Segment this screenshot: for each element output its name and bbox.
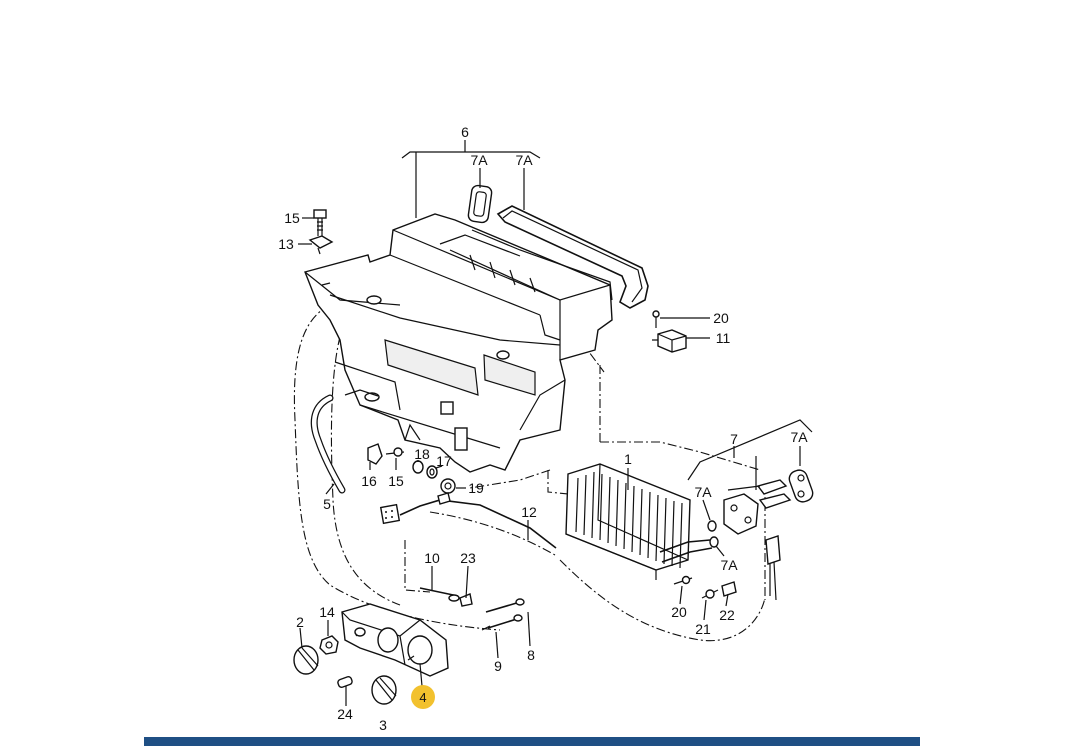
evaporator-1[interactable] — [565, 463, 713, 580]
callout-23[interactable]: 23 — [460, 550, 476, 566]
callout-1[interactable]: 1 — [624, 451, 632, 467]
callout-16[interactable]: 16 — [361, 473, 377, 489]
callout-2[interactable]: 2 — [296, 614, 304, 630]
callout-6[interactable]: 6 — [461, 124, 469, 140]
callout-20-bottom[interactable]: 20 — [671, 604, 687, 620]
bulb-24[interactable] — [337, 675, 353, 689]
callout-8[interactable]: 8 — [527, 647, 535, 663]
hose-5[interactable] — [310, 394, 346, 494]
seal-small-7a[interactable] — [467, 184, 493, 224]
callout-14[interactable]: 14 — [319, 604, 335, 620]
callout-labels: 6 7A 7A 15 13 20 11 7 7A 1 7A 7A 18 17 1… — [278, 124, 808, 733]
harness-12[interactable] — [379, 492, 557, 549]
connector-right[interactable] — [765, 535, 781, 601]
callout-21[interactable]: 21 — [695, 621, 711, 637]
grommet-19[interactable] — [440, 478, 456, 494]
leader-lines — [298, 140, 813, 706]
clip-22[interactable] — [721, 581, 737, 597]
callout-17[interactable]: 17 — [436, 453, 452, 469]
callout-18[interactable]: 18 — [414, 446, 430, 462]
callout-15-mid[interactable]: 15 — [388, 473, 404, 489]
cable-9[interactable] — [481, 614, 523, 631]
callout-9[interactable]: 9 — [494, 658, 502, 674]
callout-7a-1[interactable]: 7A — [470, 152, 488, 168]
seal-7a-right[interactable] — [787, 468, 815, 504]
callout-5[interactable]: 5 — [323, 496, 331, 512]
highlight-badge — [411, 685, 435, 709]
callout-11[interactable]: 11 — [716, 330, 731, 346]
washer-18[interactable] — [412, 460, 424, 474]
screw-20-top[interactable] — [652, 310, 660, 328]
callout-24[interactable]: 24 — [337, 706, 353, 722]
highlighted-callout-4[interactable]: 4 — [411, 685, 435, 709]
screw-21[interactable] — [701, 589, 719, 599]
callout-15-top[interactable]: 15 — [284, 210, 300, 226]
o-rings-7a[interactable] — [707, 520, 719, 548]
callout-4[interactable]: 4 — [419, 690, 426, 705]
callout-19[interactable]: 19 — [468, 480, 484, 496]
callout-13[interactable]: 13 — [278, 236, 294, 252]
bottom-toolbar — [144, 737, 920, 746]
cable-8[interactable] — [485, 598, 525, 613]
callout-7a-5[interactable]: 7A — [720, 557, 738, 573]
screw-15-mid[interactable] — [385, 447, 405, 457]
knob-2[interactable] — [293, 645, 319, 675]
expansion-valve-7[interactable] — [723, 456, 792, 535]
washer-17[interactable] — [426, 465, 438, 479]
callout-7a-2[interactable]: 7A — [515, 152, 533, 168]
callout-7[interactable]: 7 — [730, 431, 738, 447]
bolt-15-top[interactable] — [313, 209, 327, 236]
callout-22[interactable]: 22 — [719, 607, 735, 623]
nut-14[interactable] — [319, 635, 339, 655]
clip-13[interactable] — [308, 235, 334, 255]
ac-housing[interactable] — [304, 213, 613, 473]
relay-11[interactable] — [652, 329, 687, 353]
screw-20-bottom[interactable] — [673, 575, 693, 585]
callout-7a-4[interactable]: 7A — [694, 484, 712, 500]
knob-3[interactable] — [371, 675, 397, 705]
clip-16[interactable] — [367, 443, 383, 465]
callout-7a-3[interactable]: 7A — [790, 429, 808, 445]
seal-frame-7a[interactable] — [471, 205, 649, 309]
control-unit-4[interactable] — [341, 603, 449, 677]
cable-10[interactable] — [419, 587, 460, 602]
callout-10[interactable]: 10 — [424, 550, 440, 566]
callout-3[interactable]: 3 — [379, 717, 387, 733]
callout-20-top[interactable]: 20 — [713, 310, 729, 326]
callout-12[interactable]: 12 — [521, 504, 537, 520]
